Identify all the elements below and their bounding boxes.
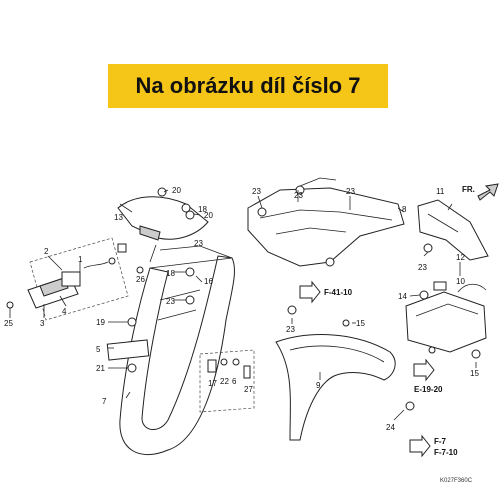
cover-10-shape — [433, 281, 447, 291]
callout-1: 1 — [78, 255, 83, 264]
callout-21: 21 — [96, 364, 105, 373]
inner-fender-8 — [247, 177, 405, 267]
tail-light-wire — [83, 261, 109, 269]
callout-27: 27 — [244, 385, 253, 394]
bracket-13-shape — [117, 196, 209, 240]
callout-23a: 23 — [194, 239, 203, 248]
banner-text: Na obrázku díl číslo 7 — [135, 73, 361, 98]
battery-box-12 — [405, 281, 487, 354]
reference-arrows — [299, 183, 499, 458]
callout-5: 5 — [96, 345, 101, 354]
arrow-f41-icon — [299, 280, 321, 304]
screw-15-shape — [342, 319, 350, 327]
screw-23c-shape — [185, 295, 195, 305]
callout-6: 6 — [232, 377, 237, 386]
callout-4: 4 — [62, 307, 67, 316]
garnish-11 — [417, 199, 489, 261]
callout-23-top: 23 — [294, 191, 303, 200]
callout-23e: 23 — [418, 263, 427, 272]
callout-15b: 15 — [470, 369, 479, 378]
part-number-banner: Na obrázku díl číslo 7 — [108, 64, 388, 108]
screw-15b-shape — [471, 349, 481, 359]
callout-labels: 2 1 4 3 25 13 20 18 20 23 26 16 18 23 19… — [4, 186, 479, 432]
cable-10 — [457, 283, 487, 293]
diagram-code: K027F360C — [440, 478, 473, 484]
screw-20-top — [157, 187, 167, 197]
callout-17: 17 — [208, 379, 217, 388]
part-17-shape — [207, 359, 217, 373]
callout-23b: 23 — [252, 187, 261, 196]
tail-light-plug — [117, 243, 127, 253]
callout-23d: 23 — [286, 325, 295, 334]
callout-13: 13 — [114, 213, 123, 222]
fender-body-shape — [119, 255, 235, 455]
arrow-f7-icon — [409, 434, 431, 458]
small-parts-group — [199, 349, 255, 413]
tail-light-connector — [108, 257, 116, 265]
screw-23e-shape — [423, 243, 433, 253]
screw-19-shape — [127, 317, 137, 327]
inner-fender-shape — [247, 187, 405, 267]
battery-box-shape — [405, 291, 487, 353]
callout-26: 26 — [136, 275, 145, 284]
garnish-11-shape — [417, 199, 489, 261]
grommet-20-shape — [185, 210, 195, 220]
fender-top-edge — [159, 245, 233, 259]
callout-15: 15 — [356, 319, 365, 328]
callout-16: 16 — [204, 277, 213, 286]
callout-7: 7 — [102, 397, 107, 406]
callout-23c: 23 — [166, 297, 175, 306]
bolt-21-shape — [127, 363, 137, 373]
reference-labels: F-41-10 E-19-20 F-7 F-7-10 FR. K027F360C — [324, 185, 475, 484]
callout-22: 22 — [220, 377, 229, 386]
front-direction-arrow-icon — [477, 183, 499, 201]
callout-2: 2 — [44, 247, 49, 256]
screw-23d-shape — [287, 305, 297, 315]
callout-19: 19 — [96, 318, 105, 327]
rear-fender-7 — [106, 245, 235, 455]
callout-10: 10 — [456, 277, 465, 286]
callout-18b: 18 — [166, 269, 175, 278]
clip-26-shape — [136, 266, 144, 274]
callout-23-right: 23 — [346, 187, 355, 196]
tail-light-housing-shape — [61, 271, 81, 287]
callout-20b: 20 — [204, 211, 213, 220]
callout-9: 9 — [316, 381, 321, 390]
hugger-shape — [275, 334, 396, 441]
callout-12: 12 — [456, 253, 465, 262]
cowl-bracket-13 — [117, 187, 209, 263]
ref-f-7-10: F-7-10 — [434, 448, 458, 457]
screw-18b-shape — [185, 267, 195, 277]
arrow-e19-icon — [413, 358, 435, 382]
callout-20a: 20 — [172, 186, 181, 195]
callout-14: 14 — [398, 292, 407, 301]
callout-24: 24 — [386, 423, 395, 432]
bolt-24-shape — [405, 401, 415, 411]
tail-light-bulb-shape — [39, 277, 69, 297]
screw-25-shape — [6, 301, 14, 309]
tail-light-assembly — [6, 237, 129, 321]
ref-e-19-20: E-19-20 — [414, 385, 443, 394]
clip-14-shape — [419, 290, 429, 300]
callout-3: 3 — [40, 319, 45, 328]
callout-18a: 18 — [198, 205, 207, 214]
ref-f-41-10: F-41-10 — [324, 288, 353, 297]
reflector-5-shape — [106, 339, 150, 361]
callout-11: 11 — [436, 187, 445, 196]
ref-f-7: F-7 — [434, 437, 447, 446]
fasteners — [127, 243, 481, 411]
callout-8: 8 — [402, 205, 407, 214]
rear-hugger-9 — [275, 334, 396, 441]
small-parts-box — [199, 349, 255, 413]
front-direction-label: FR. — [462, 185, 475, 194]
screw-18-shape — [181, 203, 191, 213]
callout-25: 25 — [4, 319, 13, 328]
leader-lines — [43, 189, 477, 421]
